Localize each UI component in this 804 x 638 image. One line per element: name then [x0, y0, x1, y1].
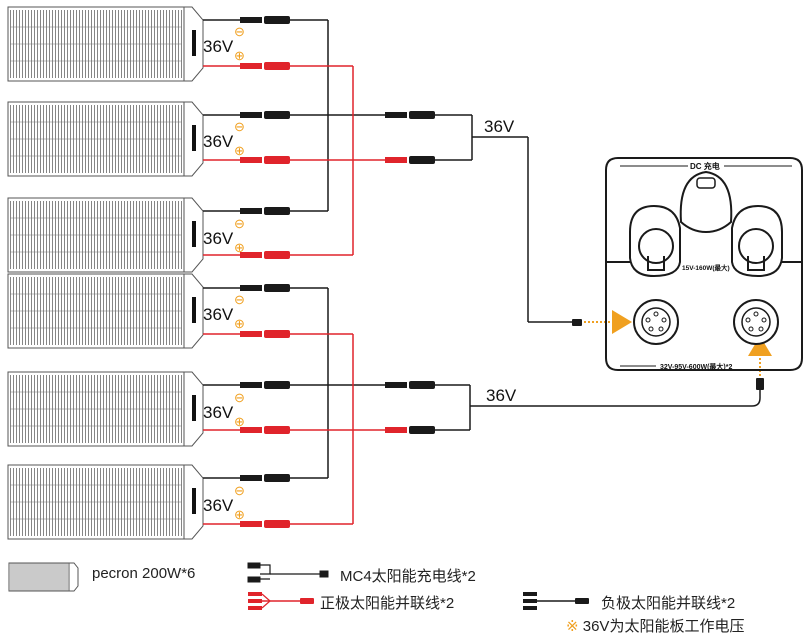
solar-panel-2: 36V ⊖ ⊕	[7, 101, 245, 177]
solar-panel-3: 36V ⊖ ⊕	[7, 197, 245, 273]
legend-mc4-cable-icon	[247, 562, 329, 583]
positive-symbol: ⊕	[234, 48, 245, 63]
negative-symbol: ⊖	[234, 216, 245, 231]
positive-symbol: ⊕	[234, 414, 245, 429]
dc-output-port-left	[629, 204, 681, 278]
positive-symbol: ⊕	[234, 240, 245, 255]
legend-positive-branch-icon	[248, 592, 314, 610]
solar-panel-5: 36V ⊖ ⊕	[7, 371, 245, 447]
dc-output-port-right	[731, 204, 783, 278]
input-arrow-left	[584, 310, 632, 334]
negative-symbol: ⊖	[234, 390, 245, 405]
legend-mc4-cable-label: MC4太阳能充电线*2	[340, 568, 476, 585]
legend-negative-branch-icon	[523, 592, 589, 610]
solar-panel-6: 36V ⊖ ⊕	[7, 464, 245, 540]
panel-voltage-label: 36V	[203, 305, 234, 324]
positive-symbol: ⊕	[234, 143, 245, 158]
wiring-group-2: 36V	[203, 284, 764, 528]
panel-voltage-label: 36V	[203, 403, 234, 422]
string-voltage-label: 36V	[484, 117, 515, 136]
legend-negative-branch-label: 负极太阳能并联线*2	[601, 595, 736, 612]
negative-symbol: ⊖	[234, 483, 245, 498]
negative-symbol: ⊖	[234, 292, 245, 307]
input-arrow-right	[748, 336, 772, 376]
solar-panel-4: 36V ⊖ ⊕	[7, 273, 245, 349]
note-mark: ※	[566, 618, 579, 635]
upper-port-spec-label: 15V-160W(最大)	[682, 263, 730, 272]
positive-symbol: ⊕	[234, 507, 245, 522]
negative-symbol: ⊖	[234, 24, 245, 39]
positive-symbol: ⊕	[234, 316, 245, 331]
solar-panel-1: 36V ⊖ ⊕	[7, 6, 245, 82]
power-station-panel: DC 充电 15V-160W(最大)	[605, 157, 803, 371]
panel-voltage-label: 36V	[203, 229, 234, 248]
voltage-note: ※ 36V为太阳能板工作电压	[566, 615, 744, 636]
lower-port-spec-label: 32V-95V-600W(最大)*2	[660, 362, 732, 371]
solar-input-port-left	[633, 299, 679, 345]
mc4-connector-pair	[240, 284, 764, 528]
dc-socket-cap	[679, 170, 733, 234]
dc-charge-label: DC 充电	[690, 161, 720, 171]
legend-positive-branch-label: 正极太阳能并联线*2	[320, 595, 455, 612]
panel-voltage-label: 36V	[203, 496, 234, 515]
wiring-group-1: 36V	[203, 16, 582, 326]
string-voltage-label: 36V	[486, 386, 517, 405]
note-text: 36V为太阳能板工作电压	[582, 618, 745, 635]
panel-voltage-label: 36V	[203, 132, 234, 151]
mc4-connector-pair	[240, 16, 582, 326]
negative-symbol: ⊖	[234, 119, 245, 134]
legend-panel-label: pecron 200W*6	[92, 565, 196, 582]
legend-panel-icon	[8, 562, 79, 592]
solar-input-port-right	[733, 299, 779, 345]
panel-voltage-label: 36V	[203, 37, 234, 56]
